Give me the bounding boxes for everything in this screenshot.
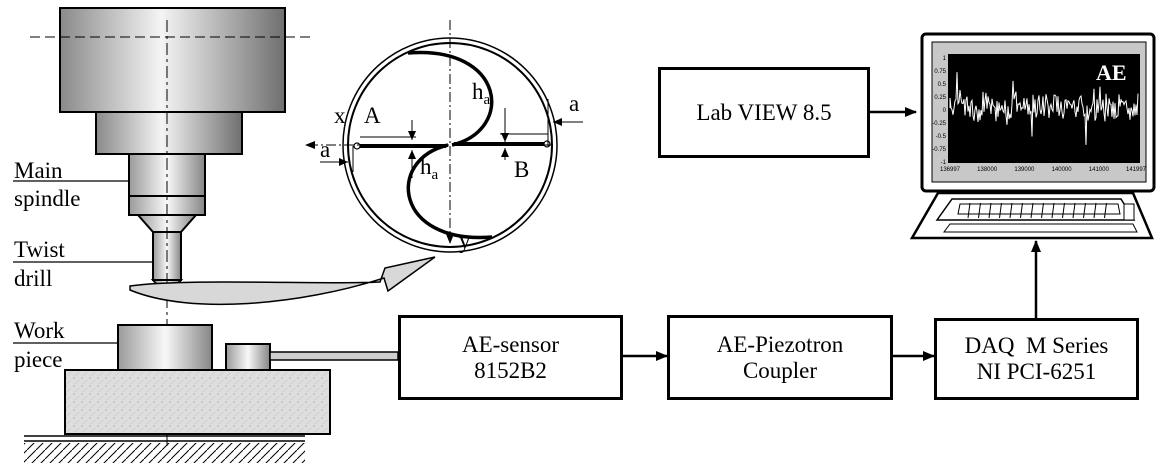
ae-signal-label: AE [1096, 60, 1127, 85]
keyboard-key [999, 202, 1002, 219]
workpiece [117, 324, 213, 371]
keyboard-key [1030, 202, 1034, 219]
main-spindle-label-2: spindle [14, 186, 81, 211]
y-tick-label: 1 [943, 56, 947, 62]
point-a-label: A [364, 103, 381, 128]
x-tick-label: 139000 [1014, 167, 1035, 173]
y-tick-label: 0.75 [934, 69, 946, 75]
computer-monitor: 1 0.75 0.5 0.25 0 -0.25 -0.5 -0.75 -1 136997 1380… [909, 32, 1156, 240]
ae-sensor-model: 8152B2 [474, 357, 547, 383]
sensor-cable [269, 351, 399, 361]
y-axis-label: y [459, 228, 471, 253]
dim-ha-left-label: ha [420, 154, 439, 184]
keyboard-key [978, 202, 981, 219]
machine-table [24, 369, 331, 463]
keyboard-key [1009, 202, 1013, 219]
x-tick-label: 138000 [977, 167, 998, 173]
y-tick-label: -0.25 [932, 121, 946, 127]
labview-box: Lab VIEW 8.5 [658, 67, 870, 158]
x-tick-labels: 136997 138000 139000 140000 141000 141997 [940, 167, 1147, 173]
y-tick-label: -1 [941, 160, 947, 166]
coupler-label: AE-Piezotron [716, 331, 844, 357]
daq-label: DAQ M Series [964, 333, 1109, 358]
keyboard-key [1041, 202, 1044, 219]
y-tick-label: 0 [943, 108, 947, 114]
dim-a-right-label: a [569, 91, 580, 116]
work-piece-label-2: piece [14, 347, 63, 372]
keyboard-key [1093, 202, 1097, 219]
coupler-label-2: Coupler [742, 357, 818, 383]
x-tick-label: 136997 [940, 167, 961, 173]
signal-arrows [623, 107, 1041, 361]
work-piece-label: Work [14, 318, 65, 343]
x-tick-label: 141997 [1126, 167, 1147, 173]
keyboard-key [1020, 202, 1023, 219]
y-tick-label: -0.75 [932, 147, 946, 153]
keyboard-key [1062, 202, 1065, 219]
y-tick-label: 0.25 [934, 95, 946, 101]
ae-sensor-body [225, 343, 271, 371]
x-axis-label: x [334, 103, 346, 128]
y-tick-label: 0.5 [938, 82, 947, 88]
daq-box: DAQ M Series NI PCI-6251 [934, 318, 1139, 400]
keyboard-key [1072, 202, 1076, 219]
ae-sensor-label: AE-sensor [461, 331, 560, 357]
daq-model: NI PCI-6251 [976, 359, 1097, 384]
section-pointer-arrow [129, 256, 436, 306]
keyboard-key [1051, 202, 1055, 219]
twist-drill-label: Twist [14, 237, 65, 262]
y-tick-label: -0.5 [936, 134, 947, 140]
machine-head [59, 7, 286, 233]
ae-signal-waveform [949, 72, 1139, 145]
keyboard-row [957, 203, 1121, 215]
point-b-label: B [514, 157, 530, 182]
keyboard-key [967, 202, 971, 219]
piezotron-coupler-box: AE-Piezotron Coupler [667, 315, 893, 400]
ae-sensor-box: AE-sensor 8152B2 [398, 315, 623, 400]
dim-ha-right-label: ha [472, 79, 491, 109]
twist-drill-label-2: drill [14, 266, 53, 291]
labview-label: Lab VIEW 8.5 [696, 99, 832, 125]
main-spindle-label: Main [14, 158, 63, 183]
keyboard-key [1083, 202, 1086, 219]
keyboard-key [988, 202, 992, 219]
y-tick-labels: 1 0.75 0.5 0.25 0 -0.25 -0.5 -0.75 -1 [932, 56, 946, 166]
keyboard-key [1104, 202, 1107, 219]
x-tick-label: 141000 [1089, 167, 1110, 173]
drill-cross-section [305, 20, 583, 253]
keyboard-keys [957, 202, 1121, 219]
x-tick-label: 140000 [1052, 167, 1073, 173]
dim-a-left-label: a [320, 137, 331, 162]
